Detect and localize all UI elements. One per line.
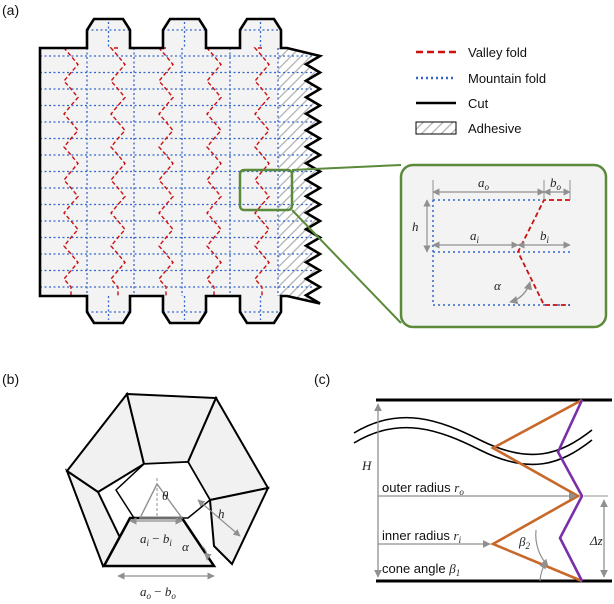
- hex-h-label: h: [218, 506, 225, 521]
- inset-h-label: h: [412, 219, 419, 234]
- inset-alpha-label: α: [494, 278, 502, 293]
- inset-ao-label: ao: [478, 175, 490, 192]
- hex-ai-bi-label: ai − bi: [140, 531, 172, 548]
- inset-ai-label: ai: [470, 228, 480, 245]
- beta2-arc: [535, 529, 549, 567]
- inset-mountain-folds: [432, 200, 570, 306]
- hex-ao-bo-label: ao − bo: [140, 584, 176, 601]
- legend-adhesive-label: Adhesive: [468, 121, 521, 136]
- hex-theta-label: θ: [162, 488, 169, 503]
- inner-radius-label: inner radius ri: [382, 528, 462, 545]
- dim-h-hex: [197, 499, 241, 537]
- H-label: H: [361, 458, 372, 473]
- panel-label-b: (b): [2, 371, 19, 387]
- zigzag-purple: [556, 399, 584, 582]
- valley-fold-zigzag: [205, 47, 222, 296]
- inset-bo-label: bo: [550, 175, 562, 192]
- inset-frame: [399, 163, 608, 329]
- hexagonal-unit: θ h ai − bi α ao − bo: [64, 391, 270, 601]
- dz-label: Δz: [589, 533, 603, 548]
- inset-detail: ao bo ai bi h α: [399, 163, 608, 329]
- valley-fold-zigzag: [109, 47, 126, 296]
- inset-bi-label: bi: [540, 228, 550, 245]
- inset-valley-fold: [516, 199, 570, 306]
- valley-fold-zigzag: [253, 47, 270, 296]
- legend-cut-label: Cut: [468, 96, 489, 111]
- adhesive-strip: [278, 48, 320, 304]
- legend-adhesive-swatch: [415, 121, 457, 135]
- cut-outline: [38, 17, 324, 325]
- break-line-bottom: [353, 426, 593, 466]
- origami-fold-pattern: [38, 17, 402, 325]
- legend: Valley fold Mountain fold Cut Adhesive: [415, 45, 546, 136]
- break-line-top: [353, 416, 593, 456]
- cone-cross-section: H outer radius ro inner radius ri cone a…: [353, 398, 612, 583]
- tab-top-fill: [87, 19, 130, 48]
- hex-seg-4: [208, 486, 270, 566]
- beta2-label: β2: [518, 534, 530, 551]
- inner-hexagon: [115, 461, 211, 519]
- tab-top-fill: [240, 19, 281, 48]
- zoom-box: [238, 168, 294, 212]
- valley-fold-lines: [62, 47, 270, 296]
- valley-fold-zigzag: [157, 47, 174, 296]
- legend-mountain-label: Mountain fold: [468, 71, 546, 86]
- zoom-line-bottom: [291, 209, 402, 324]
- panel-label-a: (a): [2, 2, 19, 18]
- valley-fold-zigzag: [62, 47, 79, 296]
- hex-alpha-arc: [201, 545, 212, 561]
- angle-alpha-arc: [509, 281, 533, 305]
- hex-alpha-label: α: [182, 539, 190, 554]
- cone-angle-label: cone angle β1: [382, 561, 460, 578]
- cone-orange: [490, 398, 583, 583]
- outer-radius-label: outer radius ro: [382, 480, 464, 497]
- panel-label-c: (c): [314, 371, 330, 387]
- tab-top-fill: [163, 19, 206, 48]
- mountain-fold-lines: [40, 22, 312, 320]
- zoom-line-top: [291, 164, 402, 171]
- legend-valley-label: Valley fold: [468, 45, 527, 60]
